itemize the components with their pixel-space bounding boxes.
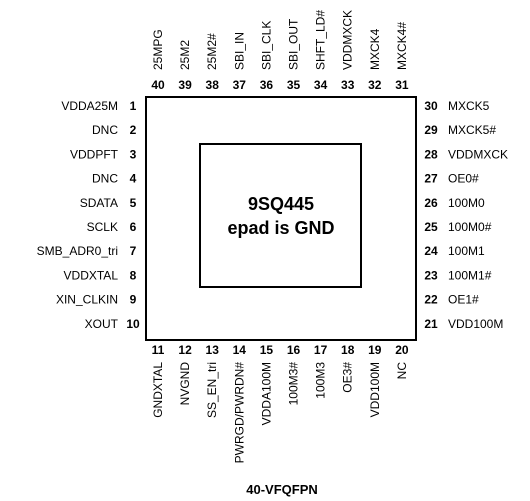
- epad-note: epad is GND: [227, 218, 334, 238]
- pin-number-left: 8: [130, 268, 137, 282]
- pin-name-left: SCLK: [87, 220, 118, 234]
- package-caption: 40-VFQFPN: [246, 482, 318, 497]
- pin-number-bottom: 15: [260, 343, 274, 357]
- pin-name-right: 100M1#: [448, 268, 492, 282]
- pin-number-top: 36: [260, 78, 274, 92]
- pin-name-bottom: 100M3#: [287, 362, 301, 406]
- pin-name-left: DNC: [92, 172, 118, 186]
- pin-number-bottom: 14: [233, 343, 247, 357]
- pin-name-right: 100M1: [448, 244, 485, 258]
- pin-name-left: VDDPFT: [70, 147, 119, 161]
- pin-number-right: 25: [424, 220, 438, 234]
- pin-name-left: XIN_CLKIN: [56, 293, 118, 307]
- pin-number-bottom: 16: [287, 343, 301, 357]
- pin-number-right: 23: [424, 268, 438, 282]
- pin-name-bottom: 100M3: [314, 362, 328, 399]
- pin-name-right: MXCK5#: [448, 123, 496, 137]
- pin-number-left: 10: [126, 317, 140, 331]
- pin-name-bottom: VDD100M: [368, 362, 382, 417]
- pin-number-right: 27: [424, 172, 438, 186]
- pin-number-left: 7: [130, 244, 137, 258]
- pin-name-bottom: NC: [395, 362, 409, 380]
- pin-number-bottom: 20: [395, 343, 409, 357]
- pin-name-top: SBI_CLK: [259, 21, 273, 70]
- pin-name-top: VDDMXCK: [341, 10, 355, 70]
- pin-name-right: 100M0: [448, 196, 485, 210]
- pin-number-right: 22: [424, 293, 438, 307]
- chip-name: 9SQ445: [248, 194, 314, 214]
- pin-name-top: MXCK4: [368, 28, 382, 70]
- pin-name-left: VDDA25M: [61, 99, 118, 113]
- pin-name-top: 25M2: [178, 40, 192, 70]
- pin-name-right: MXCK5: [448, 99, 490, 113]
- pin-name-left: SDATA: [80, 196, 118, 210]
- pin-number-left: 5: [130, 196, 137, 210]
- pin-name-left: XOUT: [85, 317, 119, 331]
- pin-number-bottom: 17: [314, 343, 328, 357]
- pin-name-bottom: GNDXTAL: [151, 362, 165, 418]
- pin-name-right: VDD100M: [448, 317, 503, 331]
- pin-number-top: 31: [395, 78, 409, 92]
- pin-number-right: 30: [424, 99, 438, 113]
- pin-name-right: 100M0#: [448, 220, 492, 234]
- pin-number-left: 1: [130, 99, 137, 113]
- pin-number-bottom: 11: [152, 343, 165, 357]
- pin-number-left: 3: [130, 147, 137, 161]
- pin-name-top: 25MPG: [151, 29, 165, 70]
- pin-number-top: 33: [341, 78, 355, 92]
- pin-name-bottom: OE3#: [341, 362, 355, 393]
- pin-name-top: SBI_OUT: [287, 18, 301, 70]
- pin-number-right: 28: [424, 147, 438, 161]
- pin-number-top: 40: [151, 78, 165, 92]
- pin-number-top: 32: [368, 78, 382, 92]
- pin-name-left: DNC: [92, 123, 118, 137]
- pin-number-bottom: 18: [341, 343, 355, 357]
- pin-number-top: 38: [206, 78, 220, 92]
- pin-number-top: 39: [178, 78, 192, 92]
- pin-number-bottom: 19: [368, 343, 382, 357]
- pin-name-bottom: NVGND: [178, 362, 192, 406]
- pin-name-bottom: SS_EN_tri: [205, 362, 219, 418]
- pin-number-right: 21: [424, 317, 438, 331]
- pin-name-right: VDDMXCK: [448, 147, 508, 161]
- pin-number-left: 2: [130, 123, 137, 137]
- pin-number-top: 34: [314, 78, 328, 92]
- exposed-pad: [199, 143, 362, 288]
- pin-name-right: OE0#: [448, 172, 479, 186]
- pin-number-bottom: 12: [178, 343, 192, 357]
- pin-name-top: SBI_IN: [232, 32, 246, 70]
- pin-number-left: 9: [130, 293, 137, 307]
- pin-number-bottom: 13: [206, 343, 220, 357]
- pin-number-left: 4: [130, 172, 137, 186]
- pin-name-top: MXCK4#: [395, 22, 409, 70]
- pin-name-bottom: PWRGD/PWRDN#: [232, 362, 246, 464]
- pin-number-right: 29: [424, 123, 438, 137]
- pin-name-top: SHFT_LD#: [314, 10, 328, 70]
- pin-name-bottom: VDDA100M: [259, 362, 273, 425]
- pin-number-right: 26: [424, 196, 438, 210]
- pin-name-left: VDDXTAL: [64, 268, 119, 282]
- pin-number-right: 24: [424, 244, 438, 258]
- pin-number-left: 6: [130, 220, 137, 234]
- pin-number-top: 35: [287, 78, 301, 92]
- pin-name-right: OE1#: [448, 293, 479, 307]
- pin-number-top: 37: [233, 78, 247, 92]
- pin-name-left: SMB_ADR0_tri: [37, 244, 118, 258]
- pin-name-top: 25M2#: [205, 33, 219, 70]
